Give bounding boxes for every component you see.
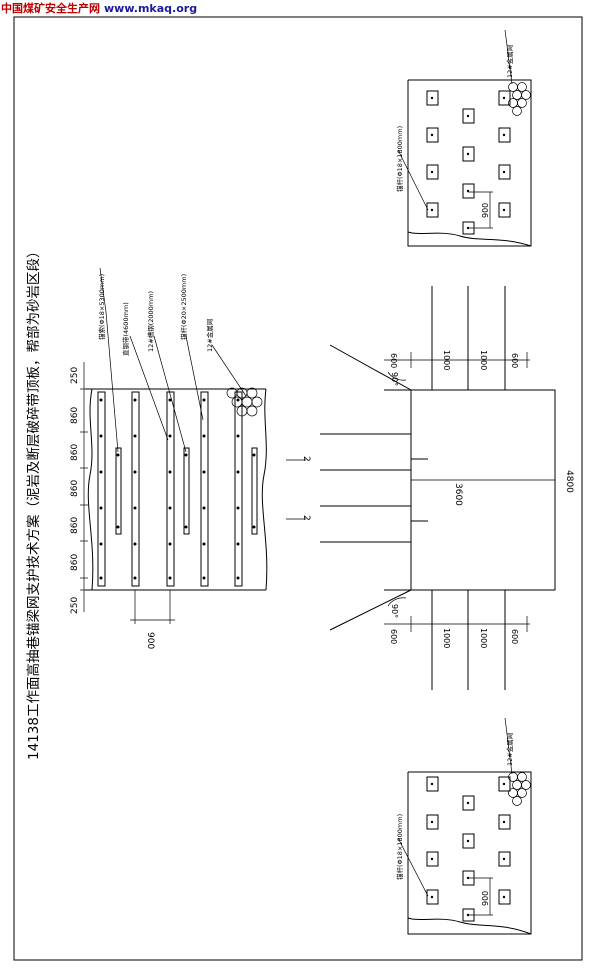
section-width: 3600 xyxy=(453,483,463,506)
watermark-site: www.mkaq.org xyxy=(104,2,198,15)
rib-spacing-1: 860 xyxy=(70,407,80,424)
rib-spacing-6: 250 xyxy=(70,597,80,614)
rib-view-bottom: 12#金属网 锚杆(Φ18×1800mm) 900 xyxy=(395,717,532,935)
top-spacing-1: 1000 xyxy=(442,350,451,370)
roof-bolts-lower xyxy=(431,590,506,690)
rib-spacing-5: 860 xyxy=(70,554,80,571)
rib-top-bolt-label: 锚杆(Φ18×1800mm) xyxy=(395,126,404,192)
bottom-spacing-1: 1000 xyxy=(442,628,451,648)
watermark-org: 中国煤矿安全生产网 xyxy=(1,2,100,15)
watermark: 中国煤矿安全生产网 www.mkaq.org xyxy=(1,0,197,16)
label-cable: 锚索(Φ18×5300mm) xyxy=(97,274,106,340)
label-steel-belt-12: 12#槽钢(2000mm) xyxy=(146,291,155,352)
rib-spacing-4: 860 xyxy=(70,517,80,534)
top-spacing-3: 600 xyxy=(510,353,519,368)
rib-plates-bottom xyxy=(426,776,511,922)
rib-plates-top xyxy=(426,90,511,235)
rib-mesh-bottom xyxy=(508,772,531,806)
bottom-spacing-0: 600 xyxy=(389,629,398,644)
bottom-spacing-3: 600 xyxy=(510,629,519,644)
roof-bolts-upper xyxy=(431,286,506,390)
drawing-title: 14138工作面高抽巷锚梁网支护技术方案（泥岩及断层破碎带顶板，帮部为砂岩区段） xyxy=(25,245,42,760)
label-mesh: 12#金属网 xyxy=(205,319,214,352)
mesh-symbol xyxy=(226,387,263,417)
rib-spacing-2: 860 xyxy=(70,444,80,461)
section-height: 4800 xyxy=(564,470,574,493)
rib-view-top: 12#金属网 锚杆(Φ18×1800mm) 900 xyxy=(395,29,532,247)
plan-spacing-900: 900 xyxy=(145,632,155,649)
rib-spacing-ticks xyxy=(80,388,88,591)
rib-bottom-spacing: 900 xyxy=(481,891,490,906)
rib-bottom-mesh-label: 12#金属网 xyxy=(505,733,514,766)
top-spacing-2: 1000 xyxy=(479,350,488,370)
rib-spacing-0: 250 xyxy=(70,367,80,384)
rib-spacing-3: 860 xyxy=(70,480,80,497)
angle-lower: 90° xyxy=(390,604,399,618)
section-marker-lower: 2 xyxy=(301,515,311,521)
rib-mesh-top xyxy=(508,82,531,116)
rib-bottom-bolt-label: 锚杆(Φ18×1800mm) xyxy=(395,814,404,880)
drawing-frame xyxy=(13,16,583,961)
rib-top-spacing: 900 xyxy=(481,203,490,218)
rib-bolts xyxy=(286,433,428,543)
steel-belts xyxy=(97,391,258,587)
top-spacing-0: 600 xyxy=(389,353,398,368)
cross-section: 2 2 600 1000 1000 600 600 1000 1000 600 … xyxy=(286,286,574,690)
rib-top-mesh-label: 12#金属网 xyxy=(505,45,514,78)
section-marker-upper: 2 xyxy=(301,456,311,462)
label-steel-belt-roof: 直钢带(4600mm) xyxy=(121,302,130,356)
bottom-spacing-2: 1000 xyxy=(479,628,488,648)
label-bolt: 锚杆(Φ20×2500mm) xyxy=(179,274,188,340)
plan-view: 250 860 860 860 860 860 250 xyxy=(70,267,268,649)
angle-upper: 90° xyxy=(390,372,399,386)
bolt-dots xyxy=(99,398,256,580)
